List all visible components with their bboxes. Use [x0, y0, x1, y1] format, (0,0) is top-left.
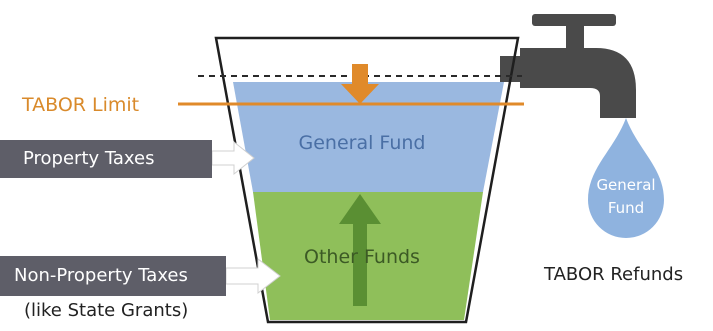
other-funds-water — [253, 192, 483, 320]
tabor-refunds-label: TABOR Refunds — [544, 264, 684, 285]
general-fund-water — [233, 82, 504, 192]
right-arrow-icon — [211, 140, 255, 176]
drop-label-general: General — [596, 176, 656, 194]
property-taxes-box — [0, 140, 212, 178]
water-drop-icon — [588, 118, 664, 238]
general-fund-label: General Fund — [298, 132, 426, 154]
bucket-outline — [214, 36, 520, 324]
right-arrow-icon — [225, 257, 281, 295]
drop-label-fund: Fund — [607, 199, 645, 217]
faucet-icon — [500, 14, 636, 118]
property-taxes-label: Property Taxes — [23, 148, 155, 169]
other-funds-label: Other Funds — [304, 246, 420, 268]
non-property-taxes-label: Non-Property Taxes — [14, 265, 188, 286]
state-grants-label: (like State Grants) — [24, 300, 189, 321]
down-arrow-icon — [341, 64, 379, 104]
up-arrow-icon — [339, 194, 381, 306]
non-property-taxes-box — [0, 256, 226, 296]
tabor-limit-label: TABOR Limit — [22, 94, 140, 116]
